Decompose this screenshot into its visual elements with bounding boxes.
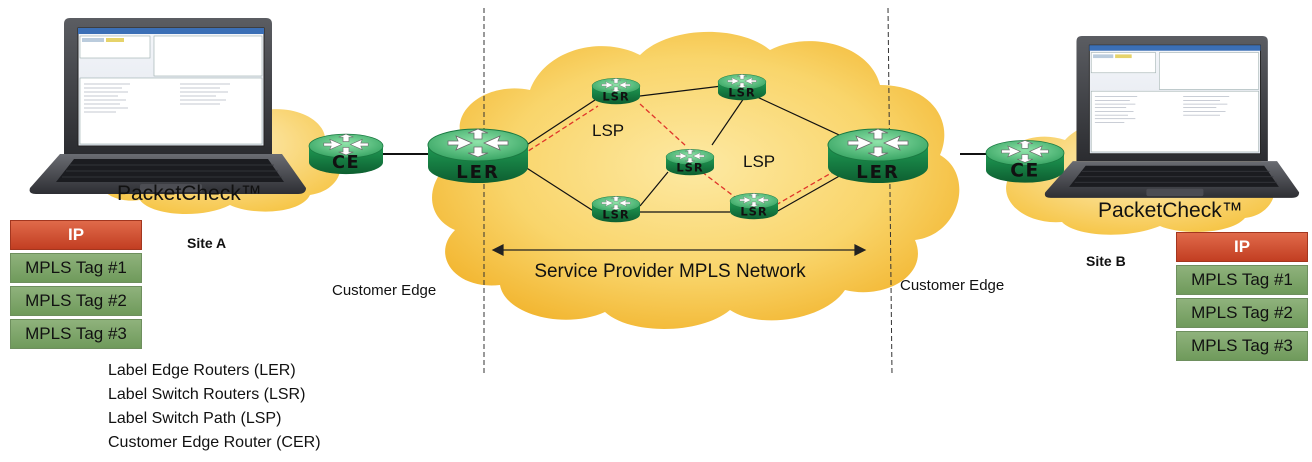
site-a-product-label: PacketCheck™	[117, 182, 262, 205]
site-a-laptop	[29, 17, 307, 195]
lsp-label-middle: LSP	[743, 152, 775, 171]
ler-router-right: LER	[827, 128, 929, 184]
mpls-cloud	[432, 31, 960, 330]
site-b-laptop	[1044, 35, 1300, 199]
network-span-arrow	[491, 244, 867, 256]
ler-router-left: LER	[427, 128, 529, 184]
customer-edge-label-right: Customer Edge	[900, 277, 1004, 294]
svg-text:CE: CE	[332, 153, 360, 173]
lsr-router-bottom-left: LSR	[591, 196, 641, 223]
svg-text:LSR: LSR	[740, 204, 767, 218]
legend-item-lsp: Label Switch Path (LSP)	[108, 410, 282, 427]
legend-item-ler: Label Edge Routers (LER)	[108, 362, 296, 379]
lsr-router-top-right: LSR	[717, 74, 767, 101]
stack-mpls-tag-1: MPLS Tag #1	[1176, 265, 1308, 295]
label-stack-site-b: IP MPLS Tag #1 MPLS Tag #2 MPLS Tag #3	[1176, 232, 1308, 364]
lsp-label-top: LSP	[592, 121, 624, 140]
svg-text:LSR: LSR	[728, 85, 755, 99]
lsr-router-bottom-right: LSR	[729, 193, 779, 220]
legend-item-lsr: Label Switch Routers (LSR)	[108, 386, 306, 403]
stack-mpls-tag-2: MPLS Tag #2	[1176, 298, 1308, 328]
boundary-line-right	[887, 7, 893, 376]
stack-mpls-tag-2: MPLS Tag #2	[10, 286, 142, 316]
ce-router-right: CE	[985, 140, 1065, 184]
stack-mpls-tag-1: MPLS Tag #1	[10, 253, 142, 283]
lsr-router-top-left: LSR	[591, 78, 641, 105]
stack-ip-header: IP	[10, 220, 142, 250]
network-links	[380, 85, 1000, 213]
svg-text:CE: CE	[1010, 160, 1040, 181]
label-stack-site-a: IP MPLS Tag #1 MPLS Tag #2 MPLS Tag #3	[10, 220, 142, 352]
legend: Label Edge Routers (LER) Label Switch Ro…	[108, 359, 321, 455]
site-b-product-label: PacketCheck™	[1098, 199, 1243, 222]
svg-text:LER: LER	[456, 162, 500, 183]
site-a-label: Site A	[187, 235, 226, 251]
site-b-label: Site B	[1086, 253, 1126, 269]
customer-edge-label-left: Customer Edge	[332, 282, 436, 299]
network-title: Service Provider MPLS Network	[534, 261, 806, 282]
svg-text:LSR: LSR	[602, 207, 629, 221]
svg-text:LSR: LSR	[602, 89, 629, 103]
lsr-router-center: LSR	[665, 149, 715, 176]
stack-mpls-tag-3: MPLS Tag #3	[1176, 331, 1308, 361]
stack-mpls-tag-3: MPLS Tag #3	[10, 319, 142, 349]
legend-item-cer: Customer Edge Router (CER)	[108, 434, 321, 451]
svg-text:LER: LER	[856, 162, 900, 183]
ce-router-left: CE	[308, 133, 384, 175]
stack-ip-header: IP	[1176, 232, 1308, 262]
svg-text:LSR: LSR	[676, 160, 703, 174]
